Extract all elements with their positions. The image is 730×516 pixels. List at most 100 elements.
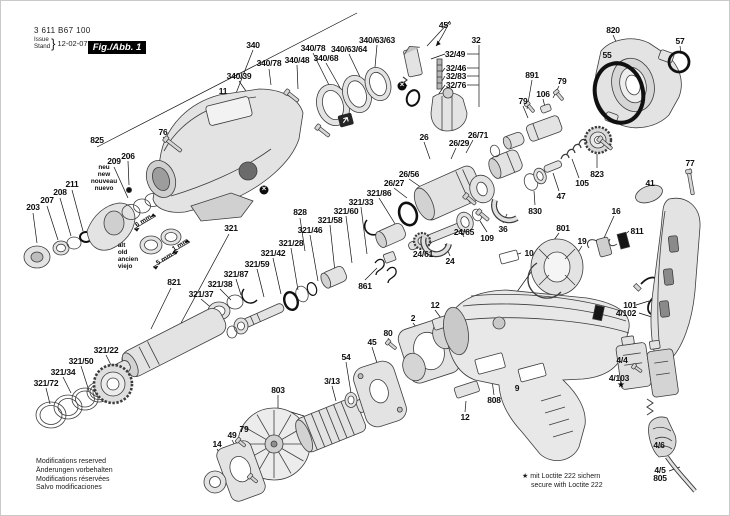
part-label: 32/49 (444, 48, 466, 59)
part-label: 321/33 (348, 196, 374, 207)
issue-label: Issue (34, 35, 49, 43)
part-label: 321/46 (297, 224, 323, 235)
part-label: 32/46 (445, 62, 467, 73)
part-label: 823 (590, 168, 604, 179)
part-label: 340/39 (226, 70, 252, 81)
part-label: 340/63/64 (330, 43, 368, 54)
part-label: 321/59 (244, 258, 270, 269)
part-label: 340/78 (300, 42, 326, 53)
issue-stand-row: Issue Stand } 12-02-07 (34, 36, 91, 51)
cross-circle-icon: ✕ (397, 81, 407, 91)
part-label: 47 (556, 190, 566, 201)
part-label: 209 (107, 155, 121, 166)
bearing-plate-14 (203, 440, 266, 502)
part-label: 206 (121, 150, 135, 161)
part-label: 321/87 (223, 268, 249, 279)
figure-label: Fig./Abb. 1 (88, 41, 146, 54)
part-label: 321/86 (366, 187, 392, 198)
part-label: 808 (487, 394, 501, 405)
part-label: 321 (224, 222, 238, 233)
brush-holder-assembly (527, 231, 631, 322)
part-label: 828 (293, 206, 307, 217)
part-label: 57 (675, 35, 685, 46)
part-label: 321/42 (260, 247, 286, 258)
part-label: 54 (341, 351, 351, 362)
part-label: 2 (410, 312, 416, 323)
part-label: 4/103 (608, 372, 630, 383)
part-label: 24 (445, 255, 455, 266)
motor-housing (443, 249, 630, 461)
part-label: 4/102 (615, 307, 637, 318)
grease-icon (337, 112, 354, 128)
issue-stand-labels: Issue Stand (34, 35, 50, 50)
part-label: 321/22 (93, 344, 119, 355)
upper-housing (145, 88, 304, 222)
spindle-group (35, 308, 227, 429)
clutch-gear-group (469, 125, 613, 204)
bearing-bracket-45 (353, 360, 407, 428)
part-label: 109 (480, 232, 494, 243)
hammer-barrel-group (207, 165, 484, 339)
part-label: 4/5 (654, 464, 666, 475)
part-label: 41 (645, 177, 655, 188)
header: 3 611 B67 100 Issue Stand } 12-02-07 (34, 26, 91, 51)
part-label: 321/58 (317, 214, 343, 225)
part-label: 79 (239, 423, 249, 434)
clamp-891-group (489, 103, 563, 158)
part-label: 861 (358, 280, 372, 291)
part-label: 45° (438, 19, 452, 30)
part-label: 321/37 (188, 288, 214, 299)
part-label: 79 (557, 75, 567, 86)
modifications-note-line: Änderungen vorbehalten (36, 466, 113, 474)
intermediate-shaft-group (374, 198, 519, 284)
gear-housing-820 (592, 38, 691, 129)
part-label: 4/6 (653, 439, 665, 450)
part-label: 32 (471, 34, 481, 45)
modifications-note-line: Salvo modificaciones (36, 484, 102, 492)
part-label: 32/76 (445, 79, 467, 90)
part-label: 801 (556, 222, 570, 233)
modifications-note-line: Modifications réservées (36, 475, 110, 483)
mode-switch-parts (402, 45, 468, 132)
part-label: 321/72 (33, 377, 59, 388)
part-label: 321/50 (68, 355, 94, 366)
part-label: 9 (514, 382, 520, 393)
part-label: 4/4 (616, 354, 628, 365)
part-label: 321/60 (333, 205, 359, 216)
part-label: 321/38 (207, 278, 233, 289)
handle-shell (635, 184, 701, 364)
part-label: 77 (685, 157, 695, 168)
seal-rings-340 (316, 66, 392, 128)
star-icon: ★ (616, 379, 626, 390)
part-label: 26/29 (448, 137, 470, 148)
part-label: 340/68 (313, 52, 339, 63)
part-label: 80 (383, 327, 393, 338)
part-label: 26/71 (467, 129, 489, 140)
part-label: 208 (53, 186, 67, 197)
part-label: 211 (65, 178, 79, 189)
part-label: 811 (630, 225, 644, 236)
part-label: 340 (246, 39, 260, 50)
part-label: 32/83 (445, 70, 467, 81)
part-label: 16 (611, 205, 621, 216)
part-label: 12 (430, 299, 440, 310)
part-label: 207 (40, 194, 54, 205)
part-label: 26/27 (383, 177, 405, 188)
star-icon: ★ (522, 473, 529, 480)
part-label: 12 (460, 411, 470, 422)
part-label: 14 (212, 438, 222, 449)
part-label: 45 (367, 336, 377, 347)
brace-glyph: } (51, 36, 56, 51)
screws (162, 88, 695, 484)
part-label: 49 (227, 429, 237, 440)
part-label: 321/34 (50, 366, 76, 377)
part-label: 79 (518, 95, 528, 106)
part-label: 821 (167, 276, 181, 287)
part-label: 340/78 (256, 57, 282, 68)
part-label: 24/61 (412, 248, 434, 259)
